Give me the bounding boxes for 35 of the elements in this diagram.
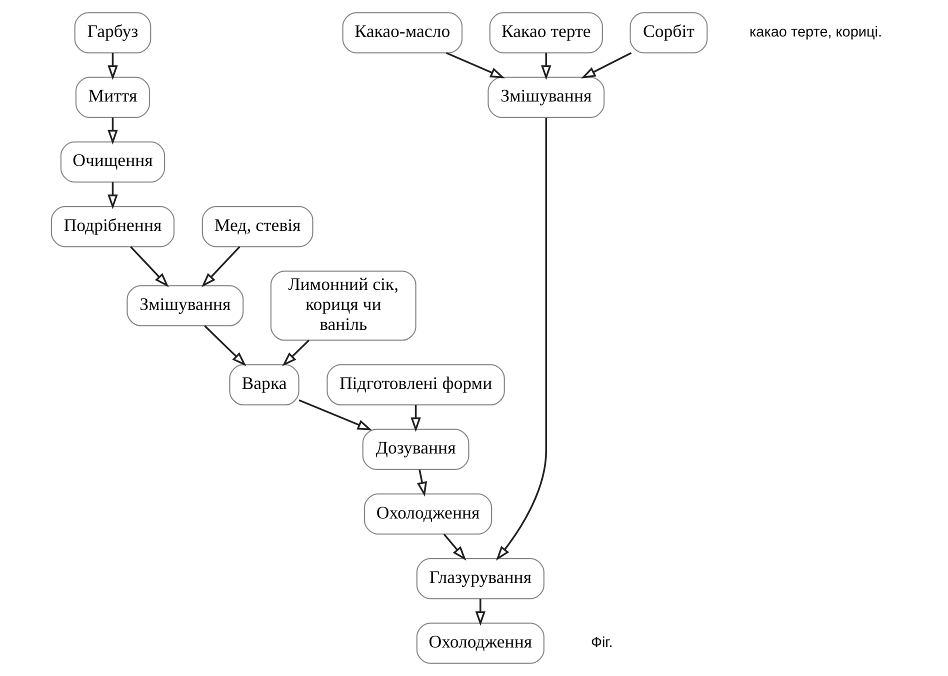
node-box: Глазурування <box>416 558 544 600</box>
arrow <box>475 598 486 626</box>
node-box: Підготовлені форми <box>326 364 505 406</box>
arrow <box>410 404 421 432</box>
arrow <box>580 52 632 79</box>
arrow <box>202 246 240 288</box>
node-box: Сорбіт <box>630 12 708 54</box>
node-box: Гарбуз <box>74 12 152 54</box>
label: какао терте, кориці. <box>750 24 882 41</box>
node-box: Миття <box>75 76 150 118</box>
arrow <box>108 52 118 80</box>
node-box: Лимонний сік, кориця чи ваніль <box>270 270 416 341</box>
node-box: Охолодження <box>364 493 492 535</box>
node-box: Какао терте <box>489 12 603 54</box>
node-box: Змішування <box>126 285 244 326</box>
arrow <box>130 246 169 288</box>
arrow <box>446 52 505 78</box>
arrow <box>282 340 310 366</box>
arrow <box>443 534 466 561</box>
arrow <box>108 182 118 210</box>
node-box: Мед, стевія <box>202 206 314 248</box>
node-box: Подрібнення <box>50 206 175 248</box>
arrow <box>496 118 548 561</box>
arrow <box>108 118 118 145</box>
node-box: Охолодження <box>416 622 544 664</box>
arrow <box>298 399 372 430</box>
label: Фіг. <box>590 635 613 652</box>
arrow <box>204 325 246 366</box>
node-box: Дозування <box>362 428 470 470</box>
node-box: Варка <box>229 364 300 406</box>
node-box: Какао-масло <box>342 12 463 54</box>
arrow <box>416 469 428 497</box>
arrow <box>540 52 552 80</box>
node-box: Очищення <box>60 141 166 183</box>
node-box: Змішування <box>488 76 605 118</box>
